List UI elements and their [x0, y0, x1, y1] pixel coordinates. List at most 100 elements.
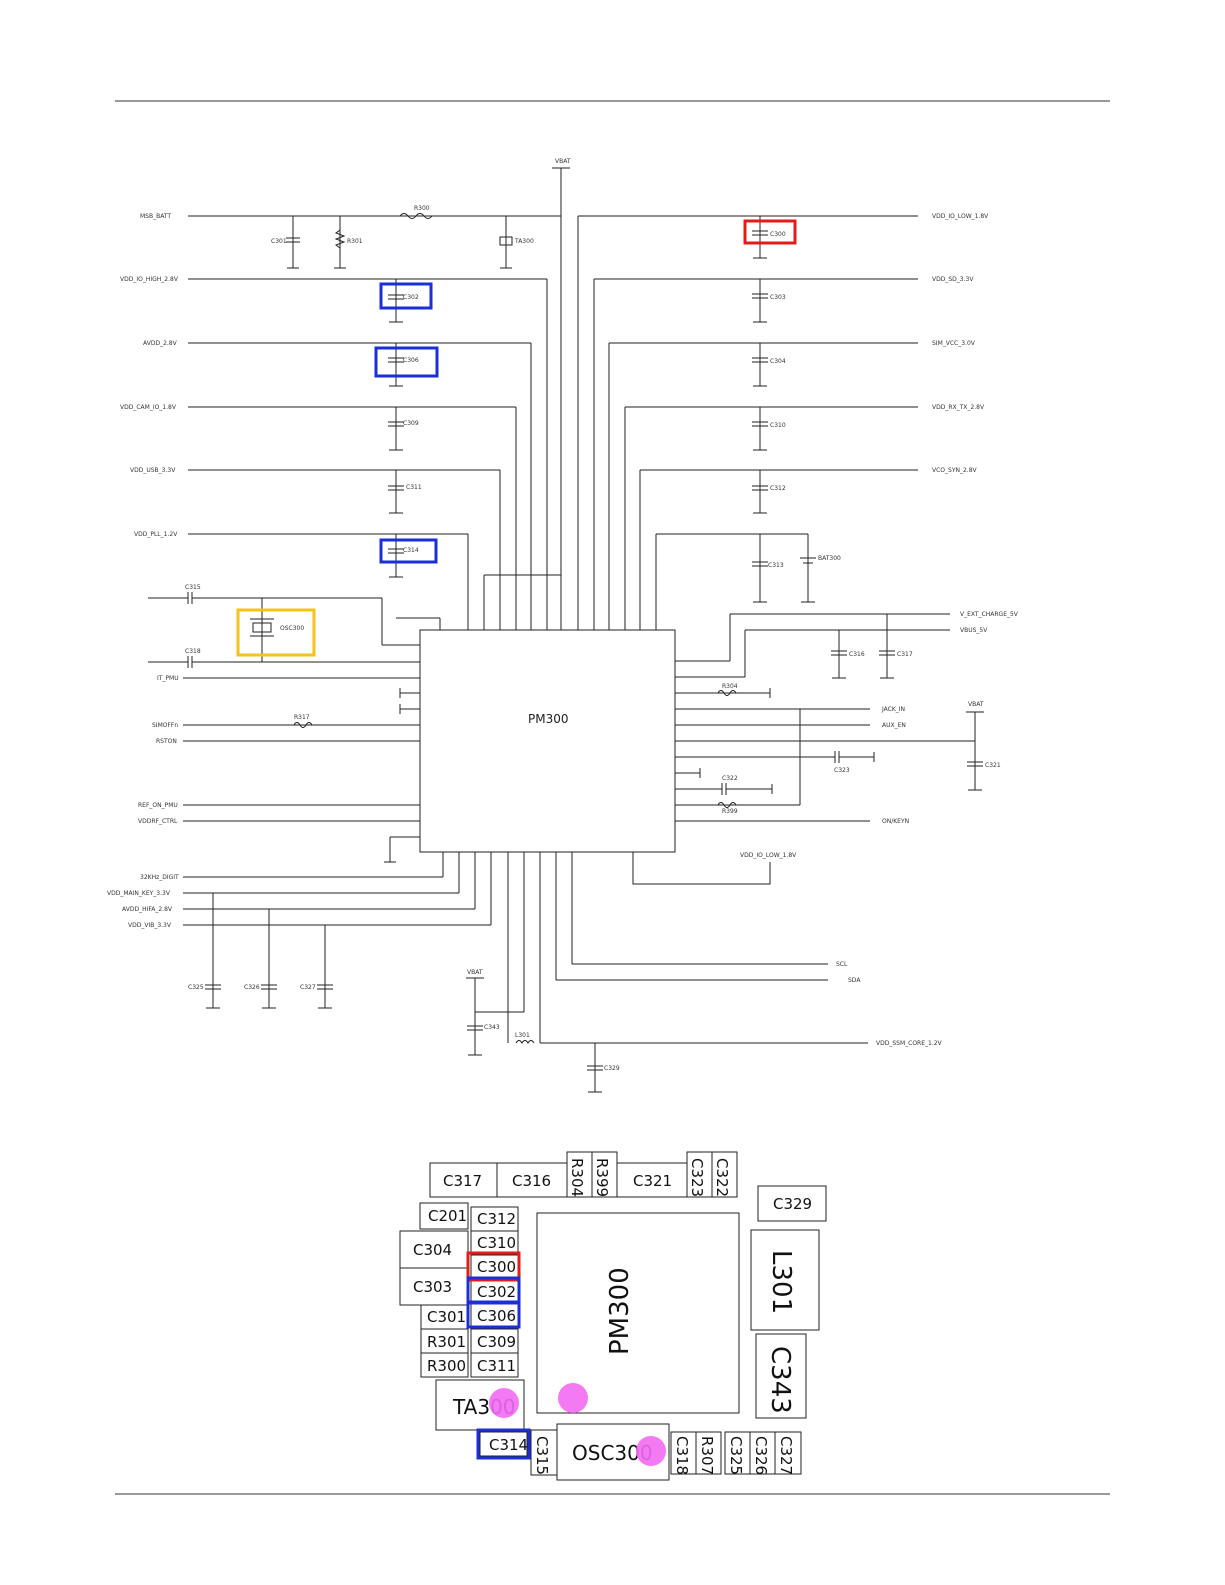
fp-r304: R304 [568, 1158, 586, 1197]
fp-c304: C304 [413, 1241, 452, 1259]
fp-c318: C318 [673, 1436, 691, 1475]
ref-c321: C321 [985, 762, 1001, 769]
ref-c306: C306 [403, 357, 419, 364]
fp-c302: C302 [477, 1283, 516, 1301]
fp-c343: C343 [765, 1346, 795, 1414]
fp-c300: C300 [477, 1258, 516, 1276]
fp-c310: C310 [477, 1234, 516, 1252]
fp-c317: C317 [443, 1172, 482, 1190]
fp-r301: R301 [427, 1333, 466, 1351]
highlight-c300-schematic [743, 219, 797, 245]
vbat-top-label: VBAT [555, 158, 571, 165]
fp-c326: C326 [752, 1436, 770, 1475]
fp-c315: C315 [533, 1436, 551, 1475]
ref-c343: C343 [484, 1024, 500, 1031]
fp-r300: R300 [427, 1357, 466, 1375]
ref-c327: C327 [300, 984, 316, 991]
fp-c309: C309 [477, 1333, 516, 1351]
fp-c303: C303 [413, 1278, 452, 1296]
net-ref-on-pmu: REF_ON_PMU [138, 802, 178, 809]
ref-c309: C309 [403, 420, 419, 427]
fp-c301: C301 [427, 1308, 466, 1326]
ref-c313: C313 [768, 562, 784, 569]
fp-r307: R307 [698, 1436, 716, 1475]
net-vbus: VBUS_5V [960, 627, 988, 634]
left-signal-lines [183, 677, 420, 863]
highlight-c314-layout [476, 1428, 531, 1460]
pad-marker-ta300 [489, 1388, 519, 1418]
highlight-c306-schematic [374, 346, 439, 378]
ref-r399: R399 [722, 808, 738, 815]
highlight-c300-layout [466, 1251, 521, 1282]
fp-c329: C329 [773, 1195, 812, 1213]
ref-c303: C303 [770, 294, 786, 301]
pad-marker-osc300 [636, 1436, 666, 1466]
fp-c327: C327 [777, 1436, 795, 1475]
net-vdd-rx-tx: VDD_RX_TX_2.8V [932, 404, 985, 411]
ref-r317: R317 [294, 714, 310, 721]
net-onkeyn: ON/KEYN [882, 818, 909, 825]
net-vdd-usb: VDD_USB_3.3V [130, 467, 176, 474]
net-msb-batt: MSB_BATT [140, 213, 171, 220]
ref-bat300: BAT300 [818, 555, 841, 562]
right-net-lines [577, 215, 918, 630]
ref-c314: C314 [403, 547, 419, 554]
fp-c314: C314 [489, 1436, 528, 1454]
fp-c306: C306 [477, 1307, 516, 1325]
ref-c316: C316 [849, 651, 865, 658]
ref-ta300: TA300 [514, 238, 534, 245]
highlight-c314-schematic [379, 538, 438, 564]
ldo-low-label: VDD_IO_LOW_1.8V [740, 852, 797, 859]
right-caps [752, 216, 816, 603]
net-32khz: 32KHz_DIGIT [140, 874, 179, 881]
ref-c329: C329 [604, 1065, 620, 1072]
net-jack-in: JACK_IN [881, 706, 905, 713]
fp-c323: C323 [688, 1158, 706, 1197]
highlight-c306-layout [466, 1300, 521, 1329]
ref-c304: C304 [770, 358, 786, 365]
fp-c325: C325 [727, 1436, 745, 1475]
net-sim-vcc: SIM_VCC_3.0V [932, 340, 976, 347]
net-vdd-vib: VDD_VIB_3.3V [128, 922, 172, 929]
bottom-net-lines [183, 852, 492, 1009]
highlight-c302-schematic [379, 282, 433, 310]
net-vco-syn: VCO_SYN_2.8V [932, 467, 978, 474]
highlight-osc300-schematic [236, 608, 316, 657]
vbat-bottom-label: VBAT [467, 969, 483, 976]
vbat-right-label: VBAT [968, 701, 984, 708]
fp-c311: C311 [477, 1357, 516, 1375]
net-it-pmu: IT_PMU [157, 675, 179, 682]
ref-c323: C323 [834, 767, 850, 774]
fp-l301: L301 [766, 1250, 796, 1314]
ref-c315: C315 [185, 584, 201, 591]
ref-r304: R304 [722, 683, 738, 690]
net-vdd-sd: VDD_SD_3.3V [932, 276, 974, 283]
schematic: PM300 VBAT MSB_BATT VDD_IO_HIGH_2.8V AVD… [107, 158, 1019, 1093]
net-vdd-io-high: VDD_IO_HIGH_2.8V [120, 276, 179, 283]
ref-c311: C311 [406, 484, 422, 491]
net-vdd-cam-io: VDD_CAM_IO_1.8V [120, 404, 177, 411]
net-simoffn: SIMOFFn [152, 722, 178, 729]
ref-r300: R300 [414, 205, 430, 212]
net-vdd-pll: VDD_PLL_1.2V [134, 531, 178, 538]
fp-pm300: PM300 [605, 1267, 635, 1355]
net-aux-en: AUX_EN [882, 722, 906, 729]
fp-c316: C316 [512, 1172, 551, 1190]
net-vdd-main-key: VDD_MAIN_KEY_3.3V [107, 890, 171, 897]
ref-c317: C317 [897, 651, 913, 658]
fp-c201: C201 [428, 1207, 467, 1225]
net-vdd-io-low: VDD_IO_LOW_1.8V [932, 213, 989, 220]
ref-c301: C301 [271, 238, 287, 245]
ref-c318: C318 [185, 648, 201, 655]
ref-c300: C300 [770, 231, 786, 238]
net-rston: RSTON [156, 738, 177, 745]
bottom-right-lines [466, 852, 868, 1093]
fp-c322: C322 [713, 1158, 731, 1197]
pm300-chip-label: PM300 [528, 712, 569, 726]
pm300-chip [419, 629, 676, 853]
ref-c326: C326 [244, 984, 260, 991]
board-layout: C317 C316 R304 R399 C321 C323 C322 C329 … [399, 1151, 827, 1481]
ref-c312: C312 [770, 485, 786, 492]
fp-c312: C312 [477, 1210, 516, 1228]
fp-c321: C321 [633, 1172, 672, 1190]
